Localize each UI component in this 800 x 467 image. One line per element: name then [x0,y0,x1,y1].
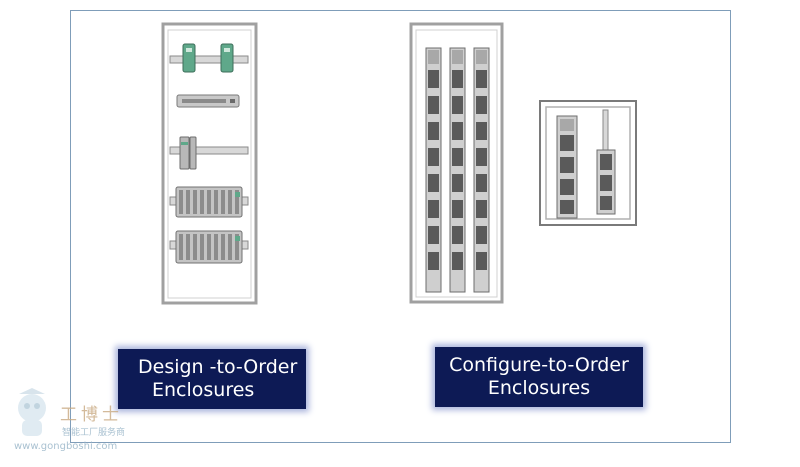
din-rail-power-supplies [169,43,249,73]
configure-to-order-enclosure-small [539,100,637,226]
terminal-block-row-1 [169,186,249,218]
design-to-order-label-line1: Design -to-Order [138,356,298,378]
mascot-icon [18,388,46,436]
watermark-logo [18,388,46,436]
configure-to-order-label-line2: Enclosures [487,377,591,399]
small-io-module-2 [596,109,616,215]
watermark-url: www.gongboshi.com [14,441,118,452]
network-switch [176,94,240,108]
watermark-subtitle: 智能工厂服务商 [62,427,126,437]
design-to-order-label-line2: Enclosures [152,379,255,401]
io-column-2 [449,47,466,293]
configure-to-order-label-line1: Configure-to-Order [449,354,629,376]
terminal-block-row-2 [169,230,249,264]
small-io-module-1 [556,115,578,219]
configure-to-order-label: Configure-to-Order Enclosures [435,347,643,407]
io-column-1 [425,47,442,293]
watermark-brand: 工博士 [60,405,123,425]
din-rail-relays [169,136,249,170]
io-column-3 [473,47,490,293]
design-to-order-label: Design -to-Order Enclosures [118,349,306,409]
